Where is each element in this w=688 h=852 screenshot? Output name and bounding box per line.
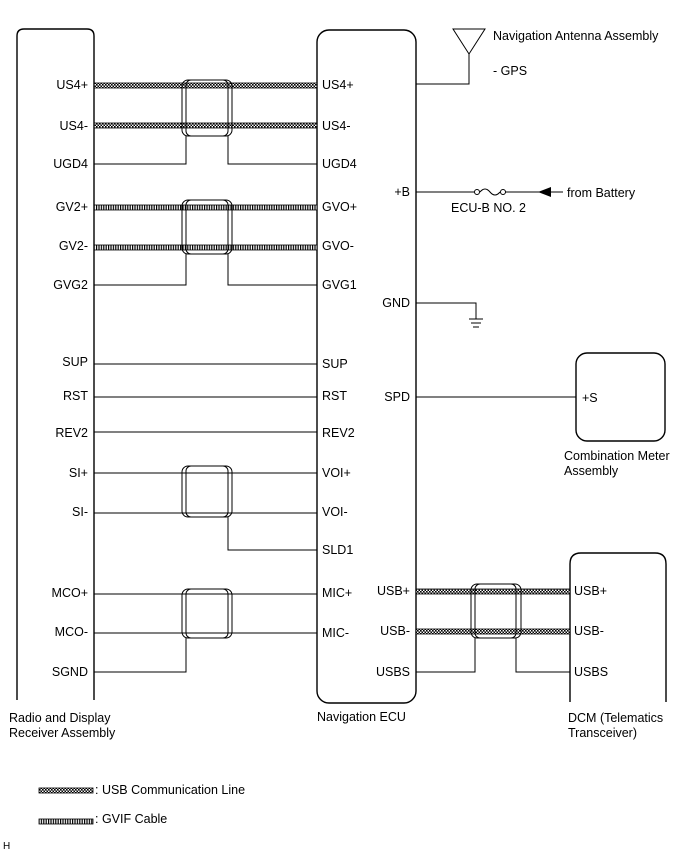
- gvif-line-minus: [93, 244, 318, 251]
- nav-left-pin-labels: US4+ US4- UGD4 GVO+ GVO- GVG1 SUP RST RE…: [322, 78, 357, 640]
- radio-pin-labels: US4+ US4- UGD4 GV2+ GV2- GVG2 SUP RST RE…: [52, 78, 89, 679]
- radio-pin-label: GV2+: [56, 200, 88, 214]
- legend-gvif-label: : GVIF Cable: [95, 812, 167, 826]
- nav-pin-label: UGD4: [322, 157, 357, 171]
- nav-pin-label: US4-: [322, 119, 350, 133]
- radio-pin-label: MCO+: [52, 586, 88, 600]
- nav-pin-label: US4+: [322, 78, 354, 92]
- gvif-cables: [93, 204, 318, 251]
- nav-pin-label: VOI-: [322, 505, 348, 519]
- dcm-pin-label: USB-: [574, 624, 604, 638]
- nav-pin-label: MIC+: [322, 586, 352, 600]
- dcm-pin-label: USB+: [574, 584, 607, 598]
- nav-pin-label: USBS: [376, 665, 410, 679]
- nav-pin-label: GND: [382, 296, 410, 310]
- usb-line-us4-minus: [93, 122, 318, 129]
- nav-right-pin-labels: +B GND SPD USB+ USB- USBS: [376, 185, 410, 679]
- nav-pin-label: GVO+: [322, 200, 357, 214]
- shield-voice: [181, 465, 233, 518]
- radio-pin-label: RST: [63, 389, 88, 403]
- radio-pin-label: SUP: [62, 355, 88, 369]
- gvif-line-plus: [93, 204, 318, 211]
- footer-code: H: [3, 841, 10, 852]
- nav-pin-label: SUP: [322, 357, 348, 371]
- antenna-label: Navigation Antenna Assembly: [493, 29, 659, 43]
- nav-pin-label: +B: [394, 185, 410, 199]
- radio-pin-label: US4+: [56, 78, 88, 92]
- radio-pin-label: GV2-: [59, 239, 88, 253]
- meter-pin-label: +S: [582, 391, 598, 405]
- antenna-sublabel: - GPS: [493, 64, 527, 78]
- battery-label: from Battery: [567, 186, 636, 200]
- radio-receiver-assembly: [16, 28, 95, 700]
- radio-pin-label: SI+: [69, 466, 88, 480]
- legend-usb-label: : USB Communication Line: [95, 783, 245, 797]
- shield-mic: [181, 588, 233, 639]
- nav-pin-label: GVO-: [322, 239, 354, 253]
- shield-boxes: [181, 79, 522, 639]
- legend-usb-swatch: [38, 787, 94, 794]
- radio-pin-label: GVG2: [53, 278, 88, 292]
- radio-pin-label: REV2: [55, 426, 88, 440]
- legend-gvif-swatch: [38, 818, 94, 825]
- nav-pin-label: SLD1: [322, 543, 353, 557]
- nav-pin-label: MIC-: [322, 626, 349, 640]
- nav-pin-label: REV2: [322, 426, 355, 440]
- nav-pin-label: GVG1: [322, 278, 357, 292]
- radio-pin-label: MCO-: [55, 625, 88, 639]
- radio-pin-label: SGND: [52, 665, 88, 679]
- usb-line-dcm-plus: [415, 588, 571, 595]
- nav-pin-label: VOI+: [322, 466, 351, 480]
- antenna-icon: [416, 28, 486, 85]
- radio-pin-label: SI-: [72, 505, 88, 519]
- dcm-pin-labels: USB+ USB- USBS: [574, 584, 608, 679]
- nav-pin-label: USB+: [377, 584, 410, 598]
- navigation-ecu-box: [316, 29, 417, 704]
- nav-pin-label: RST: [322, 389, 347, 403]
- usb-communication-lines: [93, 82, 571, 635]
- nav-pin-label: USB-: [380, 624, 410, 638]
- shield-drain-wires: [94, 136, 570, 673]
- radio-pin-label: US4-: [60, 119, 88, 133]
- ground-icon: [416, 302, 483, 328]
- fuse-label: ECU-B NO. 2: [451, 201, 526, 215]
- usb-line-us4-plus: [93, 82, 318, 89]
- nav-pin-label: SPD: [384, 390, 410, 404]
- nav-ecu-label: Navigation ECU: [317, 710, 406, 724]
- fuse-icon: [474, 189, 480, 195]
- dcm-pin-label: USBS: [574, 665, 608, 679]
- usb-line-dcm-minus: [415, 628, 571, 635]
- battery-arrow-icon: [538, 187, 551, 197]
- battery-feed: [416, 187, 563, 197]
- dcm-box: [569, 552, 667, 702]
- radio-pin-label: UGD4: [53, 157, 88, 171]
- left-signal-wires: [94, 363, 317, 634]
